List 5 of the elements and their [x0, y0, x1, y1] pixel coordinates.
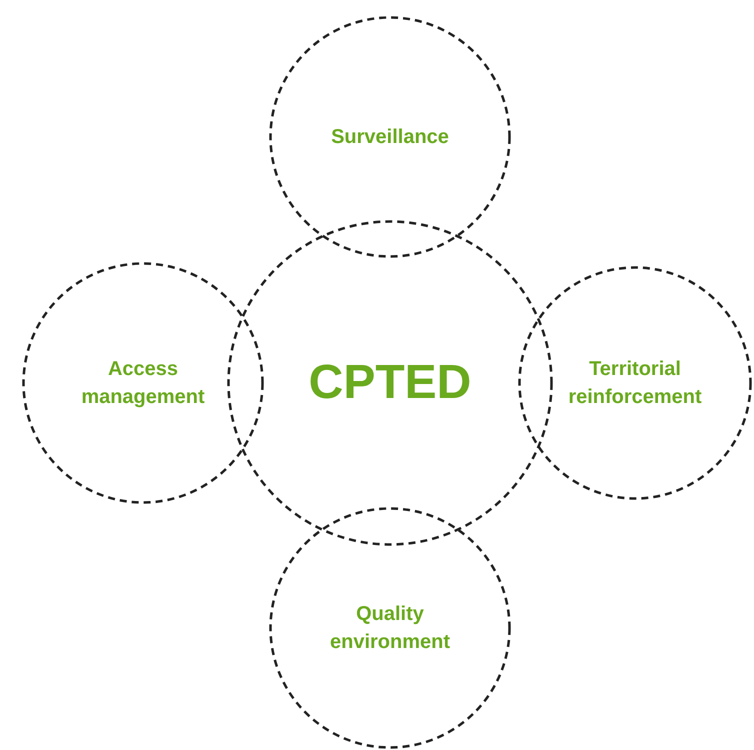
circle-label: Territorial reinforcement: [567, 357, 703, 410]
circle-label: Access management: [80, 357, 206, 410]
central-title: CPTED: [308, 357, 472, 409]
circle-label: Surveillance: [331, 125, 449, 150]
circle-label: Quality environment: [328, 602, 452, 655]
